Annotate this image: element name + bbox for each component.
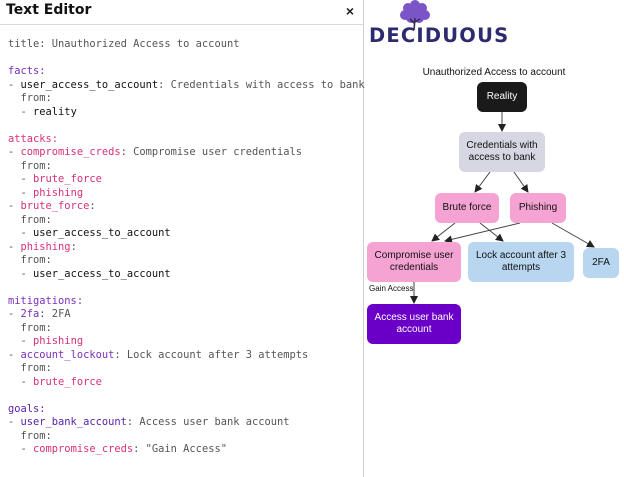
code-token: brute_force bbox=[33, 375, 102, 388]
code-token: brute_force bbox=[33, 173, 102, 185]
code-token: user_access_to_account bbox=[33, 267, 171, 280]
code-token: facts: bbox=[8, 65, 46, 77]
code-line: - brute_force bbox=[8, 376, 365, 390]
code-line: from: bbox=[8, 92, 365, 106]
code-token: user_access_to_account bbox=[33, 227, 171, 239]
code-token: from: bbox=[8, 92, 52, 104]
code-token: account_lockout bbox=[20, 348, 115, 361]
code-line: from: bbox=[8, 160, 365, 174]
code-token: : Credentials with access to bank bbox=[158, 78, 365, 91]
code-token: - bbox=[8, 416, 21, 428]
code-line bbox=[8, 281, 365, 295]
code-token: user_access_to_account bbox=[20, 78, 159, 91]
code-line: - phishing bbox=[8, 335, 365, 349]
code-token: 2fa bbox=[20, 308, 40, 320]
code-token: : bbox=[70, 240, 77, 253]
code-line: title: Unauthorized Access to account bbox=[8, 38, 365, 52]
code-line: from: bbox=[8, 322, 365, 336]
code-line: goals: bbox=[8, 403, 365, 417]
code-line: - user_access_to_account: Credentials wi… bbox=[8, 79, 365, 93]
text-editor-panel: Text Editor × title: Unauthorized Access… bbox=[0, 0, 365, 477]
edge-label-gain-access: Gain Access bbox=[369, 284, 414, 293]
code-line: - reality bbox=[8, 106, 365, 120]
code-token: compromise_creds bbox=[33, 443, 134, 455]
code-token: : Access user bank account bbox=[126, 416, 290, 428]
close-button[interactable]: × bbox=[345, 3, 354, 19]
code-line: from: bbox=[8, 254, 365, 268]
editor-title: Text Editor bbox=[6, 2, 92, 18]
code-token: - bbox=[8, 173, 34, 185]
node-goal-bank-account[interactable]: Access user bank account bbox=[367, 304, 461, 344]
code-token: from: bbox=[8, 254, 52, 266]
code-token: - bbox=[8, 240, 21, 253]
code-line: from: bbox=[8, 214, 365, 228]
code-token: phishing bbox=[33, 186, 84, 199]
graph-title: Unauthorized Access to account bbox=[422, 67, 566, 78]
code-token: from: bbox=[8, 213, 52, 226]
code-editor[interactable]: title: Unauthorized Access to account fa… bbox=[8, 38, 365, 457]
code-line: from: bbox=[8, 430, 365, 444]
node-credentials[interactable]: Credentials with access to bank bbox=[459, 132, 545, 172]
code-token: goals: bbox=[8, 402, 46, 415]
code-token: - bbox=[8, 105, 34, 118]
code-token: - bbox=[8, 335, 34, 347]
code-token: : bbox=[89, 200, 96, 212]
code-line: - phishing bbox=[8, 187, 365, 201]
code-token: phishing bbox=[33, 335, 84, 347]
node-compromise-creds[interactable]: Compromise user credentials bbox=[367, 242, 461, 282]
code-token: from: bbox=[8, 429, 52, 442]
editor-header: Text Editor × bbox=[0, 0, 363, 25]
code-line: mitigations: bbox=[8, 295, 365, 309]
code-token: compromise_creds bbox=[20, 146, 121, 158]
code-line: attacks: bbox=[8, 133, 365, 147]
code-token: - bbox=[8, 78, 21, 91]
code-line: - compromise_creds: Compromise user cred… bbox=[8, 146, 365, 160]
code-line: - brute_force: bbox=[8, 200, 365, 214]
code-token: user_bank_account bbox=[20, 416, 127, 428]
code-token: title: Unauthorized Access to account bbox=[8, 38, 240, 50]
code-token: phishing bbox=[20, 240, 71, 253]
code-line: - user_access_to_account bbox=[8, 227, 365, 241]
code-token: - bbox=[8, 267, 34, 280]
code-token: reality bbox=[33, 105, 77, 118]
code-line: - user_bank_account: Access user bank ac… bbox=[8, 416, 365, 430]
code-token: mitigations: bbox=[8, 294, 84, 307]
node-account-lockout[interactable]: Lock account after 3 attempts bbox=[468, 242, 574, 282]
code-line: from: bbox=[8, 362, 365, 376]
code-line: facts: bbox=[8, 65, 365, 79]
code-token: - bbox=[8, 227, 34, 239]
code-token: - bbox=[8, 186, 34, 199]
code-token: : 2FA bbox=[39, 308, 71, 320]
code-token: brute_force bbox=[20, 200, 90, 212]
code-token: : Lock account after 3 attempts bbox=[114, 348, 309, 361]
deciduous-tree-logo bbox=[400, 0, 430, 31]
code-token: from: bbox=[8, 321, 52, 334]
code-token: : "Gain Access" bbox=[133, 443, 227, 455]
code-token: from: bbox=[8, 159, 52, 172]
brand-logo-text: DECIDUOUS bbox=[369, 24, 510, 47]
code-line bbox=[8, 389, 365, 403]
code-token: attacks: bbox=[8, 132, 59, 145]
code-token: - bbox=[8, 200, 21, 212]
code-line bbox=[8, 52, 365, 66]
code-token: : Compromise user credentials bbox=[120, 146, 303, 158]
code-line bbox=[8, 119, 365, 133]
code-line: - 2fa: 2FA bbox=[8, 308, 365, 322]
node-phishing[interactable]: Phishing bbox=[510, 193, 566, 223]
code-token: from: bbox=[8, 362, 52, 374]
code-token: - bbox=[8, 348, 21, 361]
node-brute-force[interactable]: Brute force bbox=[435, 193, 499, 223]
code-line: - brute_force bbox=[8, 173, 365, 187]
node-reality[interactable]: Reality bbox=[477, 82, 527, 112]
node-2fa[interactable]: 2FA bbox=[583, 248, 619, 278]
code-line: - account_lockout: Lock account after 3 … bbox=[8, 349, 365, 363]
code-token: - bbox=[8, 375, 34, 388]
code-line: - phishing: bbox=[8, 241, 365, 255]
code-token: - bbox=[8, 308, 21, 320]
code-line: - user_access_to_account bbox=[8, 268, 365, 282]
code-token: - bbox=[8, 146, 21, 158]
code-token: - bbox=[8, 443, 34, 455]
code-line: - compromise_creds: "Gain Access" bbox=[8, 443, 365, 457]
